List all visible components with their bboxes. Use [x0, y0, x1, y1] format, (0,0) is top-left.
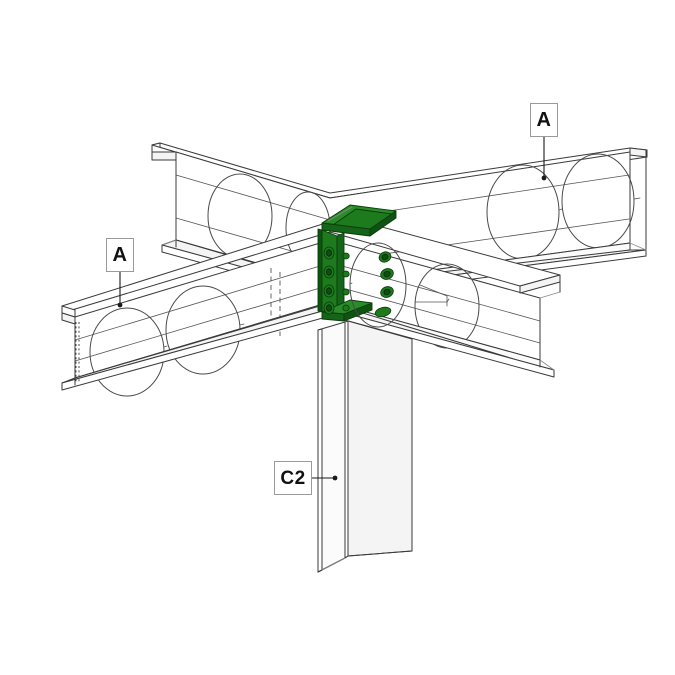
label-c2[interactable]: C2: [274, 461, 312, 495]
connection-cell: [349, 242, 407, 328]
label-a-right[interactable]: A: [530, 103, 558, 137]
label-a-left[interactable]: A: [106, 238, 134, 272]
connection-assembly: [317, 204, 397, 322]
column: [317, 320, 413, 573]
bolt-group-fin: [323, 246, 335, 315]
front-cellular-beam: [61, 216, 561, 397]
bolt-group-web: [374, 251, 394, 318]
leader-lines: [117, 137, 547, 481]
bolt-tips: [342, 252, 350, 312]
cap-plate: [321, 204, 397, 237]
